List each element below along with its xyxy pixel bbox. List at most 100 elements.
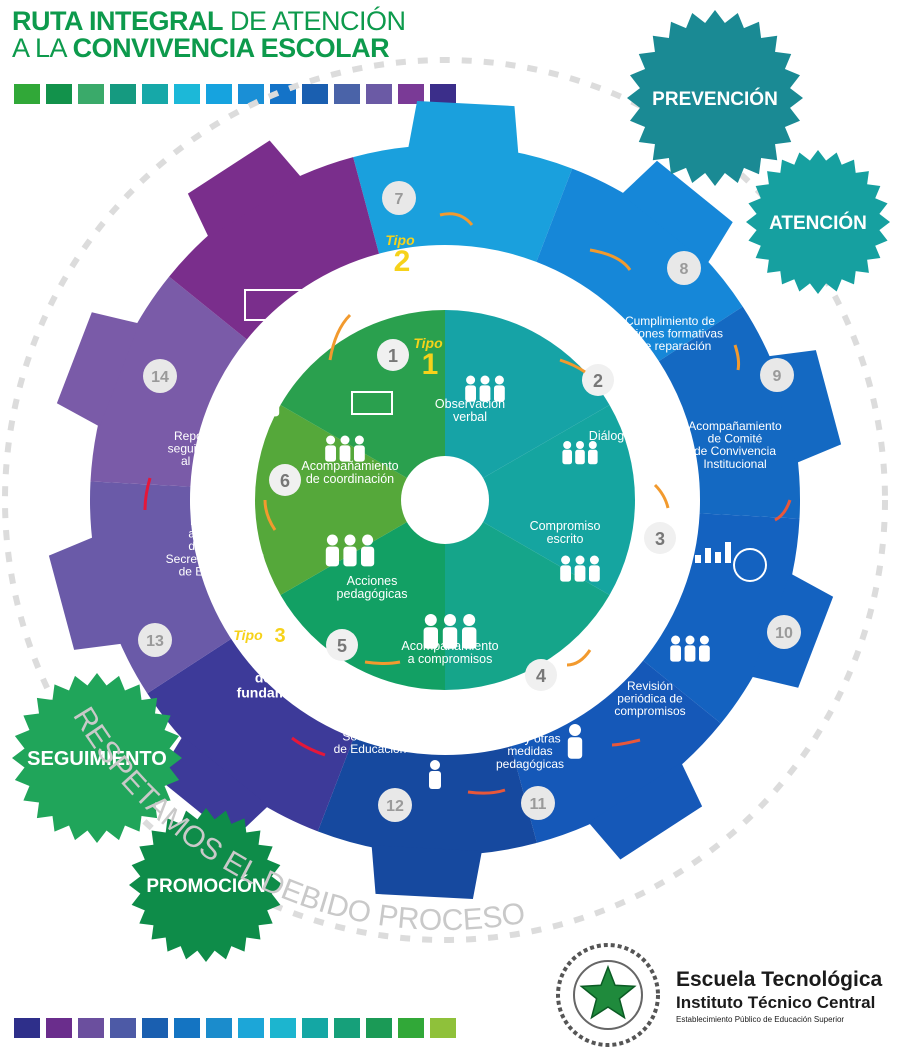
swatch-top-3 bbox=[78, 84, 104, 104]
step-number: 12 bbox=[386, 798, 404, 815]
step-number: 2 bbox=[593, 371, 603, 391]
swatch-top-11 bbox=[334, 84, 360, 104]
badge-label: PREVENCIÓN bbox=[652, 88, 778, 110]
tipo-word: Tipo bbox=[233, 627, 263, 643]
swatch-top-5 bbox=[142, 84, 168, 104]
step-number: 4 bbox=[536, 666, 546, 686]
step-number-circle bbox=[667, 251, 701, 285]
swatch-bottom-13 bbox=[398, 1018, 424, 1038]
step-number: 10 bbox=[775, 625, 793, 642]
swatch-bottom-11 bbox=[334, 1018, 360, 1038]
swatch-top-7 bbox=[206, 84, 232, 104]
arrow-11-to-12 bbox=[467, 788, 506, 795]
swatch-bottom-5 bbox=[142, 1018, 168, 1038]
arrow-desc-to-8 bbox=[589, 248, 632, 271]
badge-promoción: PROMOCIÓN bbox=[129, 808, 283, 962]
step-number: 13 bbox=[146, 633, 164, 650]
title-light-2: A LA bbox=[12, 33, 73, 63]
arrow-4-to-5 bbox=[364, 660, 401, 665]
badge-prevención: PREVENCIÓN bbox=[627, 10, 803, 186]
badge-shape bbox=[746, 150, 890, 294]
swatch-bottom-3 bbox=[78, 1018, 104, 1038]
gear-tooth bbox=[408, 100, 519, 155]
tipo-word: Tipo bbox=[413, 335, 443, 351]
step-number-circle bbox=[521, 786, 555, 820]
step-number-circle bbox=[382, 181, 416, 215]
step-number-circle bbox=[582, 364, 614, 396]
tipo-number: 2 bbox=[394, 245, 411, 278]
badge-shape bbox=[129, 808, 283, 962]
group-people-icon bbox=[468, 265, 512, 294]
student-raising-hand-icon bbox=[567, 724, 583, 759]
step-number-circle bbox=[525, 659, 557, 691]
step-number-circle bbox=[378, 788, 412, 822]
swatch-top-1 bbox=[14, 84, 40, 104]
arrow-5-to-6 bbox=[263, 499, 277, 531]
step-number-circle bbox=[377, 339, 409, 371]
arrow-1-to-2 bbox=[559, 358, 586, 374]
gear-tooth bbox=[56, 312, 140, 427]
inner-segment bbox=[445, 405, 636, 595]
arrow-3-to-4 bbox=[566, 649, 592, 667]
gear-segment bbox=[643, 513, 800, 724]
inner-segment bbox=[445, 500, 610, 690]
institution-name-3: Establecimiento Público de Educación Sup… bbox=[676, 1015, 845, 1024]
swatch-bottom-1 bbox=[14, 1018, 40, 1038]
swatch-top-10 bbox=[302, 84, 328, 104]
dialogue-triangle-icon bbox=[562, 441, 598, 465]
tipo-word: Tipo bbox=[385, 232, 415, 248]
arrow-10-to-11 bbox=[611, 738, 641, 747]
badge-label: ATENCIÓN bbox=[769, 212, 867, 234]
step-number: 7 bbox=[395, 191, 404, 208]
swatch-top-2 bbox=[46, 84, 72, 104]
step-number-circle bbox=[143, 359, 177, 393]
step-number-circle bbox=[326, 629, 358, 661]
title-bold-2: CONVIVENCIA ESCOLAR bbox=[72, 33, 390, 63]
presentation-board-icon bbox=[244, 289, 316, 321]
institution-name-2: Instituto Técnico Central bbox=[676, 993, 876, 1012]
step-number: 9 bbox=[773, 368, 782, 385]
step-number: 3 bbox=[655, 529, 665, 549]
step-number: 5 bbox=[337, 636, 347, 656]
group-people-icon bbox=[423, 614, 477, 649]
step-number-circle bbox=[767, 615, 801, 649]
gear-segment bbox=[169, 157, 380, 340]
inner-segment bbox=[255, 405, 445, 595]
gear-tooth bbox=[588, 762, 703, 860]
meeting-table-icon bbox=[670, 635, 710, 662]
swatch-top-14 bbox=[430, 84, 456, 104]
arrow-8-to-9 bbox=[733, 344, 741, 371]
swatch-bottom-14 bbox=[430, 1018, 456, 1038]
outer-step-7: 7 bbox=[382, 181, 416, 215]
arrow-13-to-14 bbox=[143, 477, 152, 511]
step-label: Diálogo bbox=[589, 429, 631, 443]
swatch-top-8 bbox=[238, 84, 264, 104]
swatch-top-6 bbox=[174, 84, 200, 104]
gear-tooth bbox=[48, 536, 123, 650]
speech-bubble-icon bbox=[351, 391, 393, 415]
gear-segment bbox=[317, 738, 537, 855]
inner-segment bbox=[280, 500, 445, 690]
step-number-circle bbox=[760, 358, 794, 392]
gear-tooth bbox=[187, 140, 302, 238]
step-number: 1 bbox=[388, 346, 398, 366]
gear-tooth bbox=[157, 736, 269, 840]
